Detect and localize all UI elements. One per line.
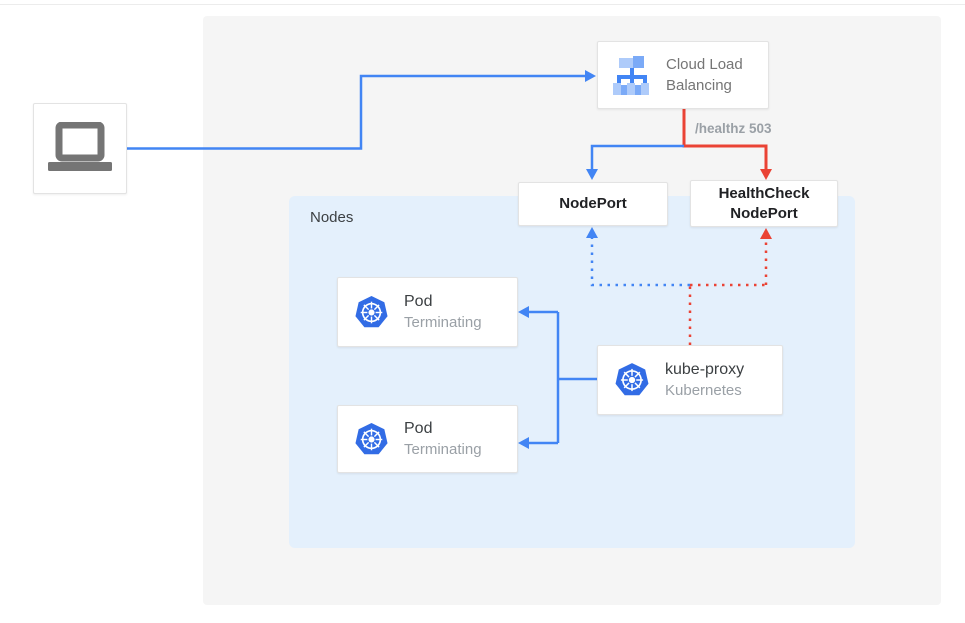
pod-text: Pod Terminating (404, 291, 482, 333)
kubernetes-icon (613, 361, 651, 399)
kubernetes-icon (353, 421, 390, 458)
kube-proxy-title: kube-proxy (665, 361, 745, 378)
nodes-group-label: Nodes (310, 209, 354, 226)
pod-subtitle: Terminating (404, 314, 482, 331)
kubernetes-icon (353, 294, 390, 331)
healthcheck-nodeport-label: HealthCheck NodePort (718, 184, 810, 222)
cloud-load-balancing-label: Cloud Load Balancing (666, 56, 743, 94)
kube-proxy-card: kube-proxy Kubernetes (597, 345, 783, 415)
load-balancer-icon (611, 53, 653, 97)
pod-card-1: Pod Terminating (337, 277, 518, 347)
nodeport-label: NodePort (559, 195, 627, 212)
laptop-icon (47, 121, 113, 176)
pod-title: Pod (404, 420, 433, 437)
top-divider (0, 4, 965, 5)
pod-text: Pod Terminating (404, 418, 482, 460)
cloud-load-balancing-card: Cloud Load Balancing (597, 41, 769, 109)
healthz-status-label: /healthz 503 (695, 121, 772, 136)
nodeport-card: NodePort (518, 182, 668, 226)
pod-title: Pod (404, 293, 433, 310)
healthcheck-nodeport-card: HealthCheck NodePort (690, 180, 838, 227)
client-device-card (33, 103, 127, 194)
kube-proxy-subtitle: Kubernetes (665, 382, 742, 399)
pod-subtitle: Terminating (404, 441, 482, 458)
pod-card-2: Pod Terminating (337, 405, 518, 473)
kube-proxy-text: kube-proxy Kubernetes (665, 359, 744, 401)
